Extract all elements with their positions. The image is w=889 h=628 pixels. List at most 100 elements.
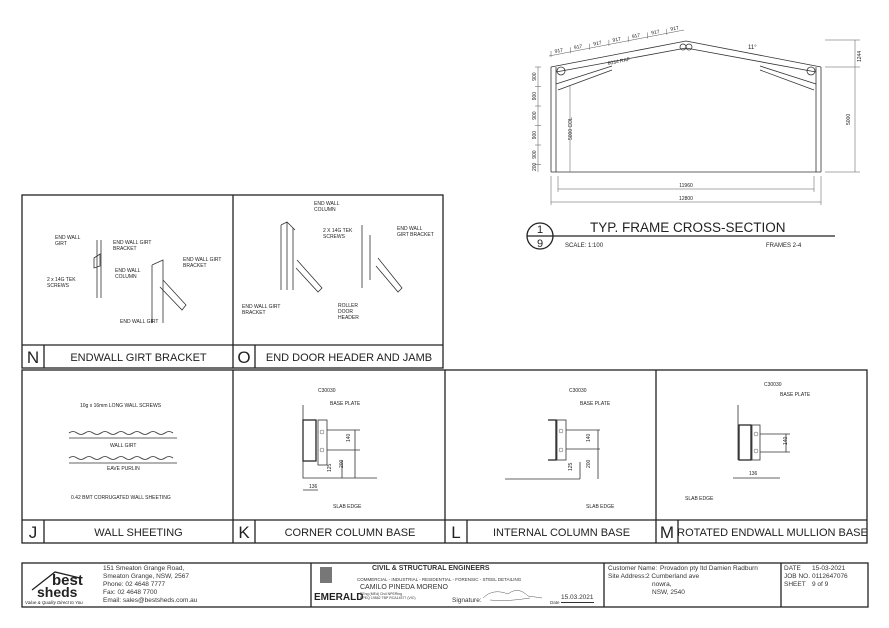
- detail-title-o: END DOOR HEADER AND JAMB: [266, 352, 432, 364]
- site-line: 2 Cumberland ave: [646, 573, 700, 580]
- outer-span-dim: 12800: [679, 196, 693, 202]
- inner-span-dim: 11960: [679, 183, 693, 189]
- purlin-spacing-dim: 917: [574, 44, 584, 52]
- job-no-value: 0112647076: [812, 573, 848, 580]
- callout-label: C30030: [569, 388, 587, 394]
- detail-title-l: INTERNAL COLUMN BASE: [493, 527, 630, 539]
- scale-label: SCALE: 1:100: [565, 243, 604, 249]
- qual-line: BEng (MEd) Civil NPERing: [360, 592, 403, 596]
- job-no-label: JOB NO.: [784, 573, 811, 580]
- callout-label: SLAB EDGE: [333, 504, 362, 510]
- site-line: nowra,: [652, 581, 672, 588]
- detail-j-drawing: [68, 431, 177, 464]
- callout-label: 136: [749, 471, 758, 477]
- date-field-value: 15-03-2021: [812, 565, 846, 572]
- engineer-logo: EMERALD: [314, 592, 363, 603]
- detail-letter-n: N: [27, 348, 39, 367]
- detail-letter-k: K: [238, 523, 250, 542]
- address-line: Smeaton Grange, NSW, 2567: [103, 573, 189, 580]
- callout-label: SLAB EDGE: [685, 496, 714, 502]
- detail-letter-o: O: [237, 348, 250, 367]
- detail-o-drawing: [280, 221, 403, 293]
- purlin-spacing-dim: 917: [631, 33, 641, 41]
- callout-label: BASE PLATE: [330, 401, 361, 407]
- callout-label: 140: [586, 433, 592, 442]
- callout-label: 140: [346, 433, 352, 442]
- purlin-spacing-dim: 917: [593, 40, 603, 48]
- rafter-length-label: 6034 RAF: [607, 57, 630, 67]
- roof-pitch-label: 11°: [748, 45, 757, 51]
- engineer-heading: CIVIL & STRUCTURAL ENGINEERS: [372, 565, 490, 572]
- callout-label: 125: [568, 462, 574, 471]
- company-address: 151 Smeaton Grange Road, Smeaton Grange,…: [103, 565, 197, 605]
- customer-name: Provadon pty ltd Damien Radburn: [660, 565, 758, 572]
- purlin-spacing-dim: 917: [554, 47, 564, 55]
- email: Email: sales@bestsheds.com.au: [103, 597, 198, 604]
- emerald-logo: EMERALD: [314, 567, 363, 603]
- girt-spacing-dim: 900: [532, 72, 538, 81]
- callout-label: EAVE PURLIN: [107, 466, 140, 472]
- callout-label: SLAB EDGE: [586, 504, 615, 510]
- detail-title-k: CORNER COLUMN BASE: [285, 527, 416, 539]
- best-sheds-logo: best sheds Value & Quality Direct to You: [25, 571, 83, 605]
- detail-title-j: WALL SHEETING: [94, 527, 182, 539]
- detail-letter-l: L: [451, 523, 460, 542]
- callout-label: WALL GIRT: [110, 443, 137, 449]
- logo-sheds: sheds: [37, 584, 78, 600]
- sheet-label: SHEET: [784, 581, 806, 588]
- detail-title-m: ROTATED ENDWALL MULLION BASE: [677, 527, 868, 539]
- detail-letter-j: J: [29, 523, 38, 542]
- purlin-spacing-dim: 917: [612, 36, 622, 44]
- callout-label: 200: [339, 459, 345, 468]
- customer-name-label: Customer Name:: [608, 565, 658, 572]
- qual-line: RPEQ 19562 TBP RCA14377 (VIC): [360, 596, 416, 600]
- purlin-spacing-dim: 917: [670, 25, 680, 33]
- girt-spacing-dim: 900: [532, 92, 538, 101]
- date-label: Date: [550, 600, 560, 605]
- callout-label: END WALL GIRT: [120, 319, 158, 325]
- sheet-number: 9: [537, 238, 543, 250]
- callout-label: 125: [327, 463, 333, 472]
- date-field-label: DATE: [784, 565, 801, 572]
- callout-label: 136: [309, 484, 318, 490]
- site-address-label: Site Address:: [608, 573, 647, 580]
- callout-label: BASE PLATE: [780, 392, 811, 398]
- site-address: 2 Cumberland ave nowra, NSW, 2540: [646, 573, 699, 597]
- callout-label: C30030: [318, 388, 336, 394]
- cross-section-title-block: 1 9 TYP. FRAME CROSS-SECTION SCALE: 1:10…: [526, 220, 835, 250]
- callout-label: 140: [783, 436, 789, 445]
- detail-letter-m: M: [660, 523, 674, 542]
- detail-n-drawing: [93, 240, 187, 323]
- frames-label: FRAMES 2-4: [766, 243, 802, 249]
- engineer-qualifications: BEng (MEd) Civil NPERing RPEQ 19562 TBP …: [360, 592, 416, 600]
- signature-date: 15.03.2021: [561, 594, 594, 603]
- cross-section-title: TYP. FRAME CROSS-SECTION: [590, 220, 786, 235]
- callout-label: 0.42 BMT CORRUGATED WALL SHEETING: [71, 495, 171, 501]
- sheet-info-labels: DATE JOB NO. SHEET: [784, 565, 810, 589]
- girt-spacing-dim: 900: [532, 111, 538, 120]
- engineer-services: COMMERCIAL - INDUSTRIAL - RESIDENTIAL - …: [357, 577, 522, 582]
- detail-number: 1: [537, 224, 543, 236]
- column-length-label: 5000 COL: [568, 117, 574, 140]
- callout-label: 200: [586, 459, 592, 468]
- girt-spacing-dim: 900: [532, 150, 538, 159]
- purlin-spacing-dim: 917: [651, 29, 661, 37]
- fax: Fax: 02 4648 7700: [103, 589, 158, 596]
- callout-label: BASE PLATE: [580, 401, 611, 407]
- girt-spacing-dim: 900: [532, 131, 538, 140]
- phone: Phone: 02 4648 7777: [103, 581, 166, 588]
- callout-label: 10g x 16mm LONG WALL SCREWS: [80, 403, 162, 409]
- engineer-name: CAMILO PINEDA MORENO: [360, 584, 448, 591]
- sheet-info-values: 15-03-2021 0112647076 9 of 9: [812, 565, 848, 589]
- detail-k-drawing: [302, 405, 377, 491]
